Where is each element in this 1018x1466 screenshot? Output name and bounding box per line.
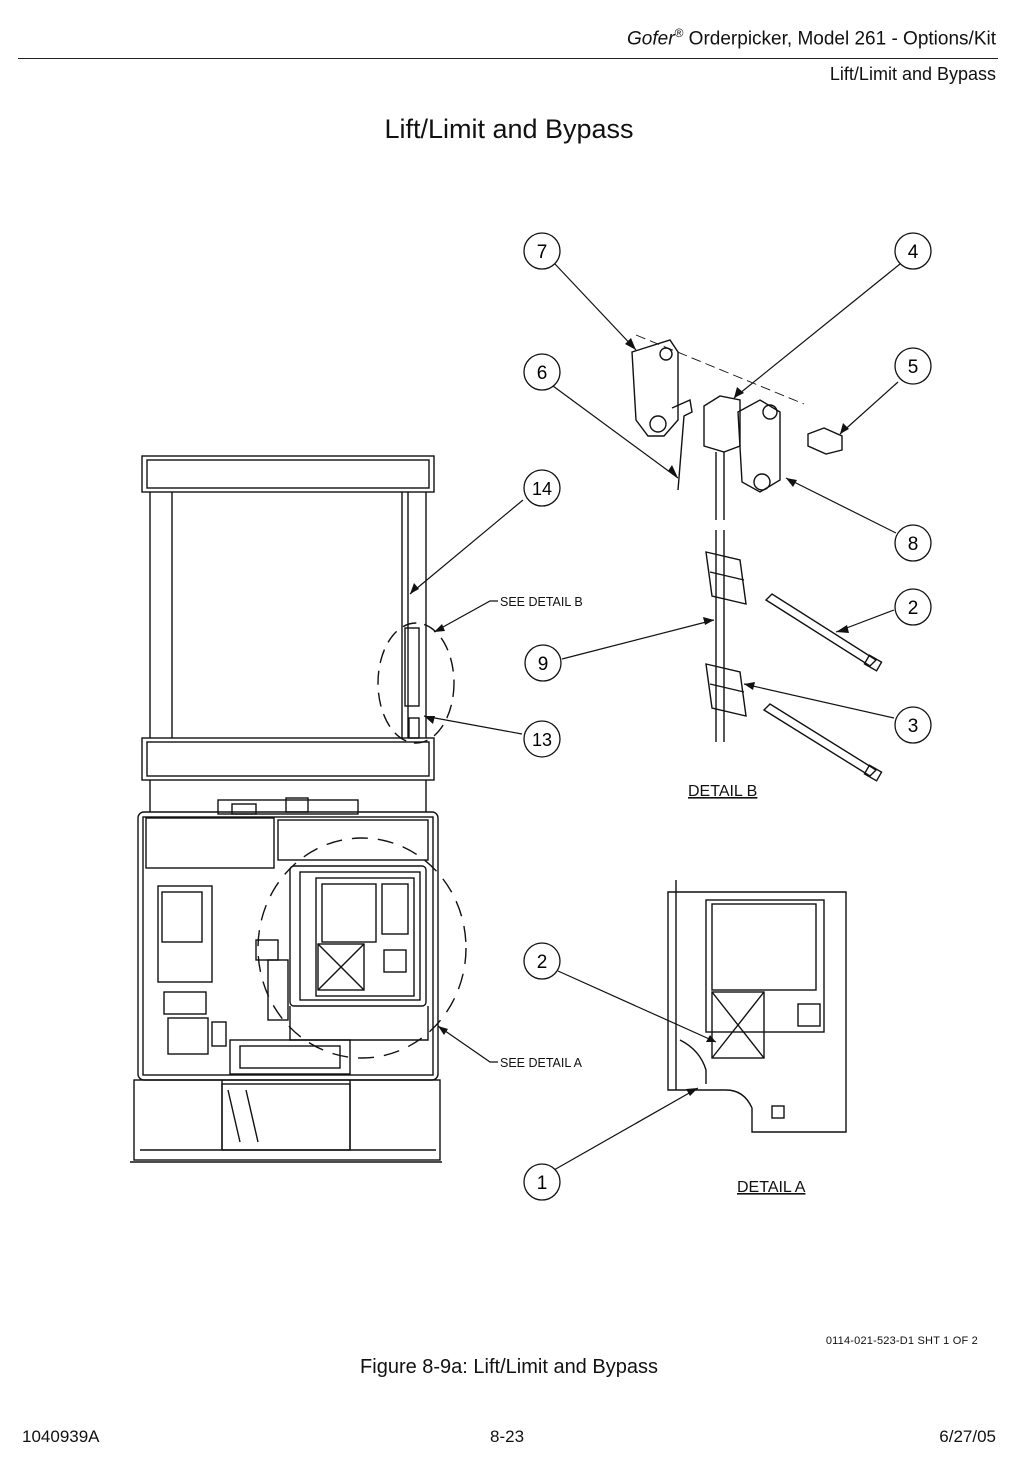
cable-mount-9 [705,551,747,605]
arrowheads [410,338,849,1096]
switch-bracket-7 [631,339,679,437]
header-title: Gofer® Orderpicker, Model 261 - Options/… [627,26,996,50]
svg-text:5: 5 [908,357,919,378]
detail-b-circle [377,622,455,744]
header-subtitle: Lift/Limit and Bypass [829,64,996,84]
page-title: Lift/Limit and Bypass [384,114,634,144]
callout-2-detail-b: 2 [894,588,932,626]
callout-5: 5 [894,347,932,385]
header-title-rest: Orderpicker, Model 261 - Options/Kit [683,28,996,50]
see-detail-a-label: SEE DETAIL A [500,1056,583,1070]
detail-a-label: DETAIL A [737,1179,806,1196]
svg-text:4: 4 [908,242,919,263]
detail-b-parts [631,334,883,782]
svg-text:13: 13 [532,730,552,750]
svg-text:2: 2 [537,952,548,973]
drawing-number: 0114-021-523-D1 SHT 1 OF 2 [825,1335,978,1347]
footer-page-number: 8-23 [490,1427,525,1446]
callout-3: 3 [894,706,932,744]
detail-b-label: DETAIL B [688,783,757,800]
detail-a-panel [667,880,847,1133]
svg-text:7: 7 [537,242,548,263]
leader-lines [409,263,901,1171]
header-divider [18,58,998,59]
footer-doc-number: 1040939A [22,1427,100,1446]
svg-text:2: 2 [908,598,919,619]
callout-7: 7 [523,232,561,270]
truck-mast [141,455,435,812]
callout-1: 1 [523,1163,561,1201]
detail-a-circle [257,837,467,1059]
svg-text:3: 3 [908,716,919,737]
screw-5 [807,427,843,455]
svg-text:14: 14 [532,479,552,499]
truck-chassis [130,797,442,1163]
svg-text:1: 1 [537,1173,548,1194]
figure-caption: Figure 8-9a: Lift/Limit and Bypass [360,1356,658,1378]
cable-tie-2 [764,593,878,667]
brand-name: Gofer [627,28,675,50]
callout-6: 6 [523,353,561,391]
callout-bubbles: 7 4 6 5 14 8 2 9 3 13 2 1 [523,232,932,1201]
registered-mark: ® [674,26,684,40]
callout-13: 13 [523,720,561,758]
callout-2-detail-a: 2 [523,942,561,980]
callout-4: 4 [894,232,932,270]
callout-14: 14 [523,469,561,507]
callout-8: 8 [894,524,932,562]
see-detail-b-label: SEE DETAIL B [500,595,583,609]
switch-cover-8 [737,399,781,493]
svg-text:9: 9 [538,654,549,675]
actuator-arm-6 [671,398,693,491]
cable-mount-3 [705,663,747,717]
callout-9: 9 [524,644,562,682]
svg-text:8: 8 [908,534,919,555]
footer-date: 6/27/05 [939,1427,996,1446]
limit-switch-4 [703,395,741,453]
svg-text:6: 6 [537,363,548,384]
